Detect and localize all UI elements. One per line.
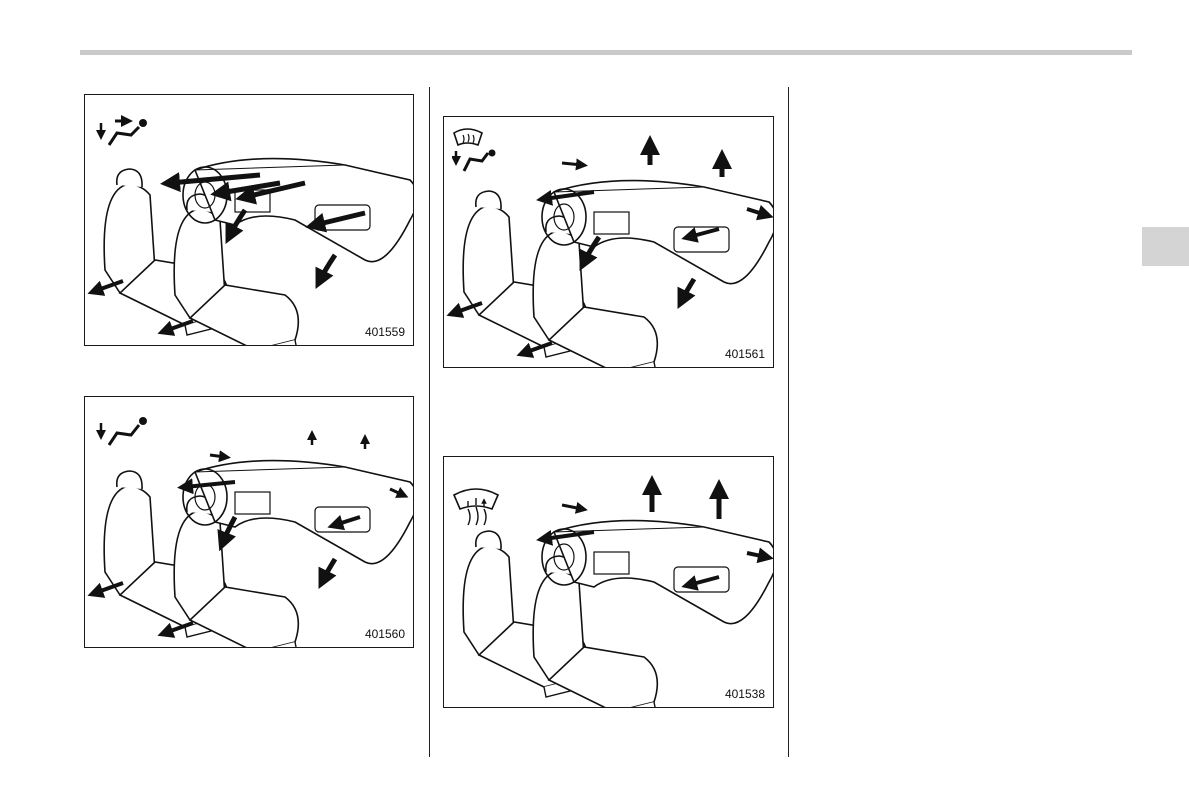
figure-number: 401560 (365, 627, 405, 641)
defrost-icon (452, 483, 512, 533)
figure-number: 401561 (725, 347, 765, 361)
figure-defrost-foot: 401561 (443, 116, 774, 368)
vent-foot-icon (95, 107, 155, 147)
figure-defrost: 401538 (443, 456, 774, 708)
figure-vent-foot: 401559 (84, 94, 414, 346)
foot-icon (95, 409, 155, 449)
figure-number: 401538 (725, 687, 765, 701)
header-rule (80, 50, 1132, 55)
column-divider (788, 87, 789, 757)
figure-foot: 401560 (84, 396, 414, 648)
column-divider (429, 87, 430, 757)
defrost-foot-icon (452, 123, 512, 173)
figure-number: 401559 (365, 325, 405, 339)
chapter-tab (1142, 227, 1189, 266)
